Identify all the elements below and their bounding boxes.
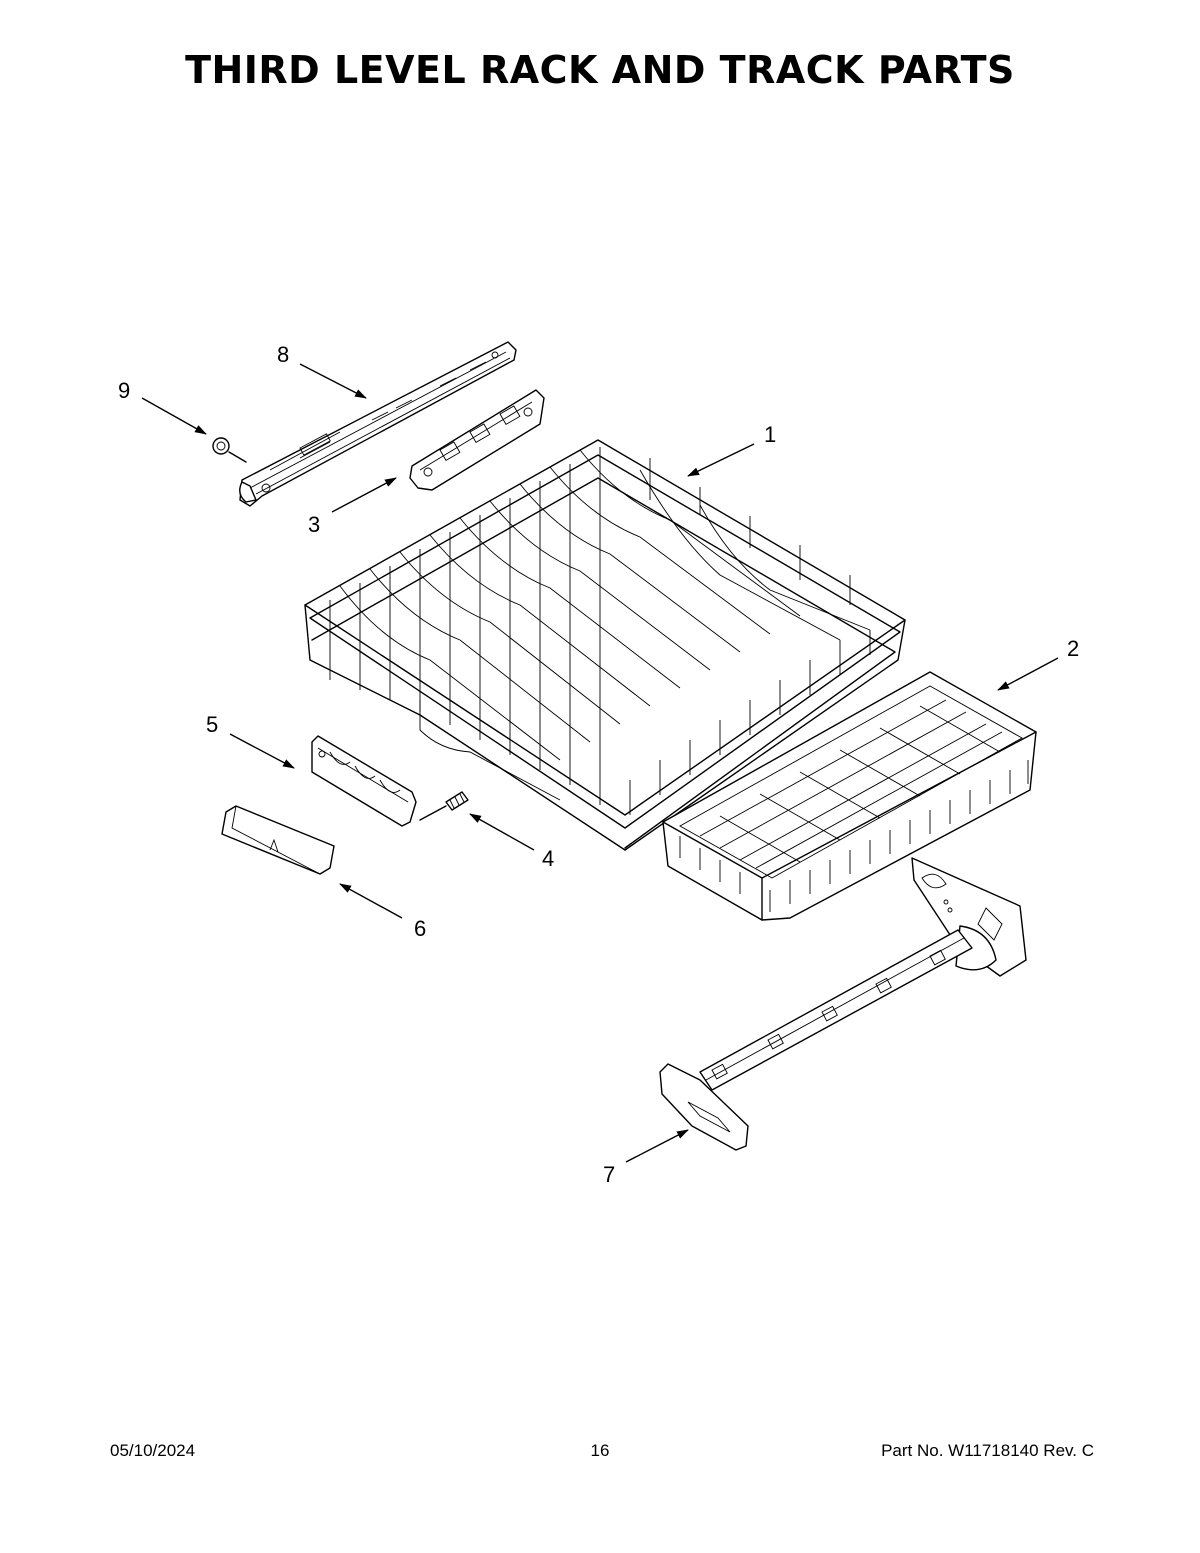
callout-9: 9: [118, 378, 130, 403]
footer-part-number: Part No. W11718140 Rev. C: [881, 1441, 1094, 1460]
callout-3: 3: [308, 512, 320, 537]
part-5-side-clip: [311, 735, 417, 827]
callout-2: 2: [1067, 636, 1079, 661]
callout-labels: 1 2 3 4 5 6 7 8 9: [118, 342, 1079, 1187]
leader-2: [997, 657, 1059, 691]
footer-page-number: 16: [590, 1441, 610, 1460]
part-4-screw: [419, 791, 469, 821]
footer-date: 05/10/2024: [110, 1441, 196, 1460]
part-9-nut: [212, 437, 247, 463]
part-1-wire-rack: [304, 439, 906, 851]
leader-3: [331, 477, 397, 513]
leader-1: [687, 443, 755, 477]
part-7-spray-arm: [659, 857, 1027, 1151]
callout-5: 5: [206, 712, 218, 737]
callout-6: 6: [414, 916, 426, 941]
part-6-end-cap: [221, 805, 335, 875]
callout-1: 1: [764, 422, 776, 447]
leader-5: [229, 733, 295, 769]
leader-7: [625, 1129, 689, 1163]
leader-arrows: [141, 363, 1059, 1163]
part-3-bracket: [409, 389, 545, 491]
part-8-track-rail: [239, 341, 517, 507]
leader-9: [141, 397, 207, 435]
leader-4: [469, 813, 535, 851]
leader-8: [299, 363, 367, 399]
callout-4: 4: [542, 846, 554, 871]
page-title: THIRD LEVEL RACK AND TRACK PARTS: [185, 48, 1015, 92]
callout-7: 7: [603, 1162, 615, 1187]
callout-8: 8: [277, 342, 289, 367]
leader-6: [339, 883, 403, 919]
part-2-cutlery-tray: [662, 671, 1037, 921]
